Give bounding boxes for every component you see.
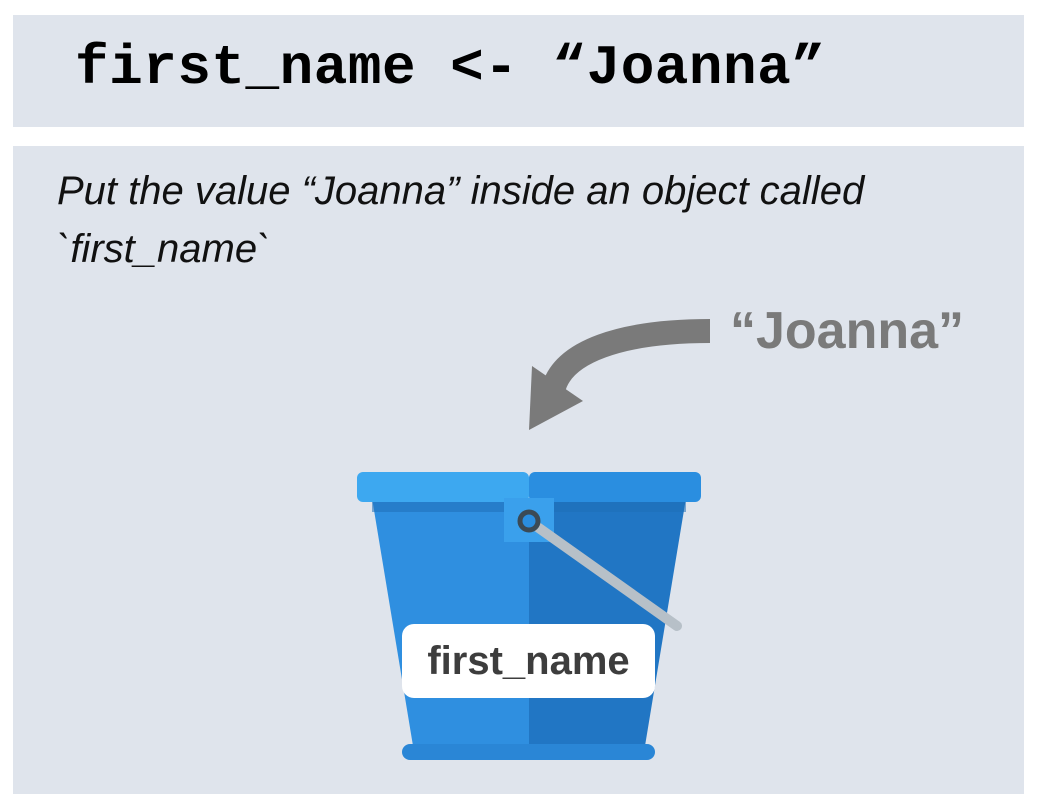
- explanation-text: Put the value “Joanna” inside an object …: [57, 162, 997, 278]
- code-statement: first_name <- “Joanna”: [75, 36, 826, 100]
- bucket-label: first_name: [402, 624, 655, 698]
- explanation-panel: Put the value “Joanna” inside an object …: [13, 146, 1024, 794]
- code-panel: first_name <- “Joanna”: [13, 15, 1024, 127]
- value-label: “Joanna”: [730, 302, 965, 360]
- curved-arrow-icon: [529, 319, 711, 430]
- bucket-rim-right: [529, 472, 701, 502]
- bucket-icon: [357, 472, 701, 760]
- explanation-line-1: Put the value “Joanna” inside an object …: [57, 169, 865, 213]
- bucket-rim-left: [357, 472, 529, 502]
- explanation-line-2: `first_name`: [57, 227, 271, 271]
- bucket-handle: [524, 516, 682, 631]
